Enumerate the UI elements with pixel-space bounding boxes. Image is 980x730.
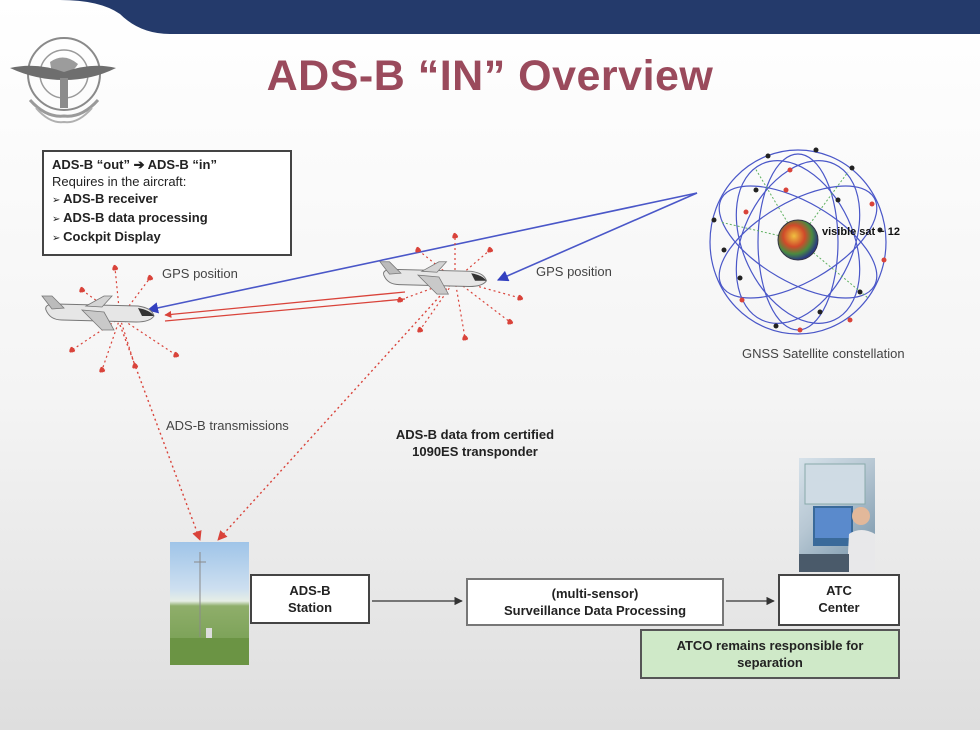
surveillance-processing-box: (multi-sensor) Surveillance Data Process… xyxy=(466,578,724,626)
gnss-label: GNSS Satellite constellation xyxy=(742,346,905,361)
atco-line-1: ATCO remains responsible for xyxy=(676,638,864,653)
slide-title: ADS-B “IN” Overview xyxy=(266,52,714,100)
satellite-globe-icon xyxy=(709,147,887,335)
requirements-box: ADS-B “out” ➔ ADS-B “in” Requires in the… xyxy=(42,150,292,256)
station-line-2: Station xyxy=(287,600,333,615)
icao-logo-icon xyxy=(10,37,116,124)
gps-arrows xyxy=(146,192,698,314)
ads-b-station-box: ADS-B Station xyxy=(250,574,370,624)
antenna-photo xyxy=(170,542,249,665)
broadcast-burst-left xyxy=(68,264,180,374)
processing-line-2: Surveillance Data Processing xyxy=(503,603,687,618)
station-line-1: ADS-B xyxy=(289,583,331,598)
broadcast-burst-right xyxy=(396,232,524,342)
requirements-intro: Requires in the aircraft: xyxy=(52,174,187,189)
certified-transponder-label: ADS-B data from certified 1090ES transpo… xyxy=(360,426,590,460)
atc-line-2: Center xyxy=(818,600,860,615)
atc-center-box: ATC Center xyxy=(778,574,900,626)
atc-operator-photo xyxy=(799,458,875,572)
aircraft-icon xyxy=(379,261,487,295)
air-to-air-links xyxy=(164,291,406,322)
requirements-list: ADS-B receiver ADS-B data processing Coc… xyxy=(52,190,282,247)
atco-responsibility-box: ATCO remains responsible for separation xyxy=(640,629,900,679)
requirements-header: ADS-B “out” ➔ ADS-B “in” xyxy=(52,157,217,172)
top-bar xyxy=(0,0,980,34)
transmissions-label: ADS-B transmissions xyxy=(166,418,289,433)
requirement-item: Cockpit Display xyxy=(52,228,282,247)
atco-line-2: separation xyxy=(737,655,803,670)
visible-satellites-label: visible sat ~ 12 xyxy=(822,226,900,238)
certified-line-1: ADS-B data from certified xyxy=(395,427,555,442)
requirement-item: ADS-B data processing xyxy=(52,209,282,228)
gps-position-label-right: GPS position xyxy=(536,264,612,279)
transmission-lines xyxy=(119,284,451,541)
gps-position-label-left: GPS position xyxy=(162,266,238,281)
certified-line-2: 1090ES transponder xyxy=(412,444,538,459)
processing-line-1: (multi-sensor) xyxy=(551,586,639,601)
requirement-item: ADS-B receiver xyxy=(52,190,282,209)
atc-line-1: ATC xyxy=(826,583,852,598)
aircraft-icon xyxy=(41,295,155,331)
